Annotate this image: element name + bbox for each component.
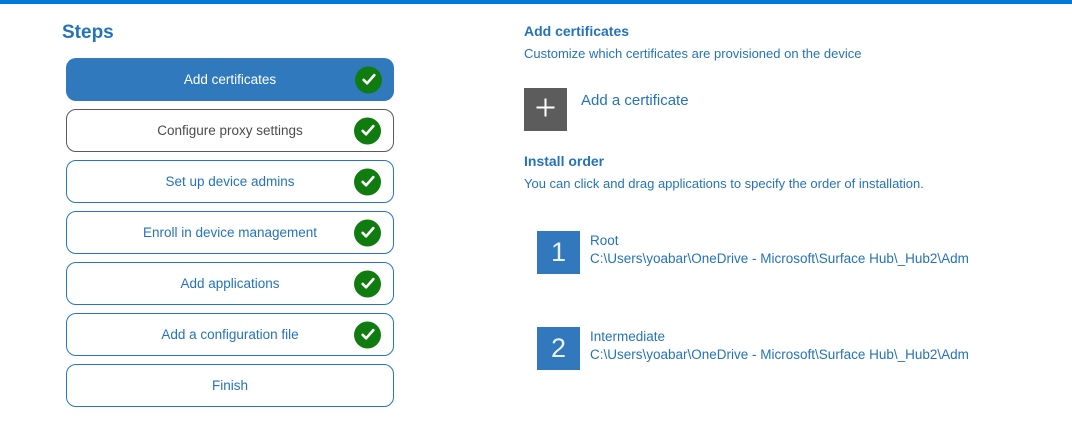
step-add-certificates[interactable]: Add certificates	[66, 58, 394, 101]
install-order-heading: Install order	[524, 153, 605, 169]
order-item-text: Intermediate C:\Users\yoabar\OneDrive - …	[590, 327, 1072, 364]
add-certificates-description: Customize which certificates are provisi…	[524, 46, 862, 61]
step-configure-proxy-settings[interactable]: Configure proxy settings	[66, 109, 394, 152]
order-number-badge: 2	[537, 327, 580, 370]
step-complete-icon	[354, 219, 381, 246]
step-label: Configure proxy settings	[157, 123, 303, 138]
certificate-path: C:\Users\yoabar\OneDrive - Microsoft\Sur…	[590, 251, 969, 266]
step-label: Finish	[211, 378, 248, 393]
certificate-name: Root	[590, 233, 619, 248]
step-complete-icon	[354, 168, 381, 195]
order-number-badge: 1	[537, 231, 580, 274]
install-order-description: You can click and drag applications to s…	[524, 176, 924, 191]
install-order-item-intermediate[interactable]: 2 Intermediate C:\Users\yoabar\OneDrive …	[537, 327, 1072, 370]
step-label: Enroll in device management	[142, 225, 318, 240]
step-label: Add certificates	[183, 72, 277, 87]
add-certificate-button[interactable]	[524, 88, 567, 131]
step-complete-icon	[354, 321, 381, 348]
step-label: Add a configuration file	[161, 327, 299, 342]
step-complete-icon	[355, 66, 382, 93]
step-add-applications[interactable]: Add applications	[66, 262, 394, 305]
step-enroll-in-device-management[interactable]: Enroll in device management	[66, 211, 394, 254]
certificate-name: Intermediate	[590, 329, 666, 344]
step-complete-icon	[354, 270, 381, 297]
step-complete-icon	[354, 117, 381, 144]
install-order-item-root[interactable]: 1 Root C:\Users\yoabar\OneDrive - Micros…	[537, 231, 1072, 274]
step-add-a-configuration-file[interactable]: Add a configuration file	[66, 313, 394, 356]
step-label: Add applications	[180, 276, 280, 291]
step-set-up-device-admins[interactable]: Set up device admins	[66, 160, 394, 203]
plus-icon	[534, 96, 557, 124]
step-label: Set up device admins	[165, 174, 295, 189]
add-certificate-label[interactable]: Add a certificate	[581, 92, 689, 109]
steps-heading: Steps	[62, 22, 114, 43]
add-certificates-heading: Add certificates	[524, 23, 630, 39]
order-item-text: Root C:\Users\yoabar\OneDrive - Microsof…	[590, 231, 1072, 268]
accent-top-bar	[0, 0, 1072, 4]
certificate-path: C:\Users\yoabar\OneDrive - Microsoft\Sur…	[590, 347, 969, 362]
steps-nav: Add certificates Configure proxy setting…	[66, 58, 394, 415]
step-finish[interactable]: Finish	[66, 364, 394, 407]
